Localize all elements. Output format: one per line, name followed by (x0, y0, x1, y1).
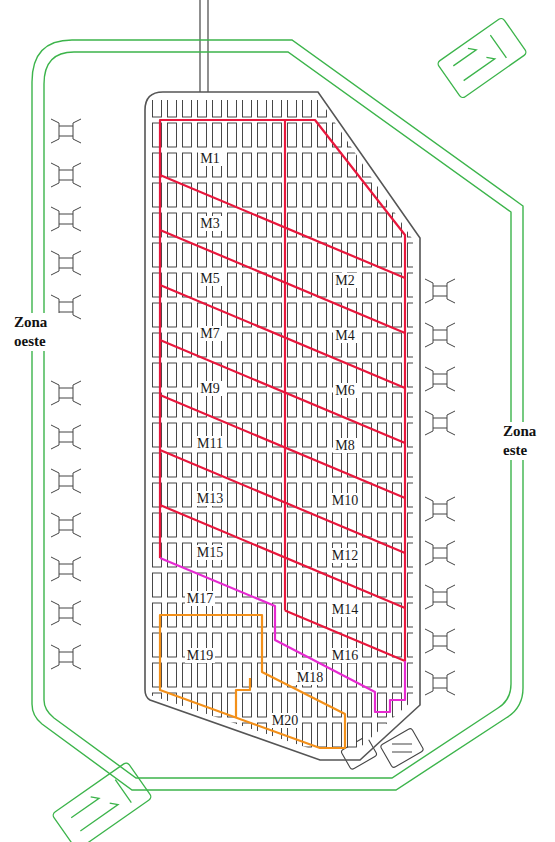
panel-name: M16 (332, 648, 358, 663)
panel-name: M10 (332, 493, 358, 508)
panel-name: M13 (197, 491, 223, 506)
panel-label: M15 (195, 545, 225, 560)
panel-label: M20 (270, 713, 300, 728)
panel-name: M15 (197, 545, 223, 560)
panel-name: M4 (335, 328, 354, 343)
panel-label: M19 (185, 648, 215, 663)
panel-name: M19 (187, 648, 213, 663)
panel-name: M3 (200, 216, 219, 231)
panel-label: M9 (198, 381, 221, 396)
panel-label: M7 (198, 326, 221, 341)
panel-label: M4 (333, 328, 356, 343)
panel-name: M11 (197, 436, 223, 451)
panel-label: M14 (330, 602, 360, 617)
zone-label: Zona oeste (14, 313, 62, 351)
panel-label: M17 (185, 591, 215, 606)
panel-label: M12 (330, 548, 360, 563)
panel-name: M18 (297, 670, 323, 685)
panel-name: M20 (272, 713, 298, 728)
panel-name: M14 (332, 602, 358, 617)
panel-label: M18 (295, 670, 325, 685)
panel-label: M6 (333, 383, 356, 398)
panel-label: M10 (330, 493, 360, 508)
panel-name: M9 (200, 381, 219, 396)
zone-label: Zona este (503, 422, 551, 460)
panel-label: M1 (198, 151, 221, 166)
panel-name: M5 (200, 271, 219, 286)
panel-label: M5 (198, 271, 221, 286)
panel-label: M13 (195, 491, 225, 506)
panel-name: M1 (200, 151, 219, 166)
panel-name: M12 (332, 548, 358, 563)
panel-name: M7 (200, 326, 219, 341)
panel-name: M2 (335, 273, 354, 288)
panel-label: M16 (330, 648, 360, 663)
panel-name: M17 (187, 591, 213, 606)
panel-name: M6 (335, 383, 354, 398)
panel-label: M8 (333, 438, 356, 453)
panel-label: M2 (333, 273, 356, 288)
panel-name: M8 (335, 438, 354, 453)
panel-label: M11 (195, 436, 225, 451)
panel-label: M3 (198, 216, 221, 231)
